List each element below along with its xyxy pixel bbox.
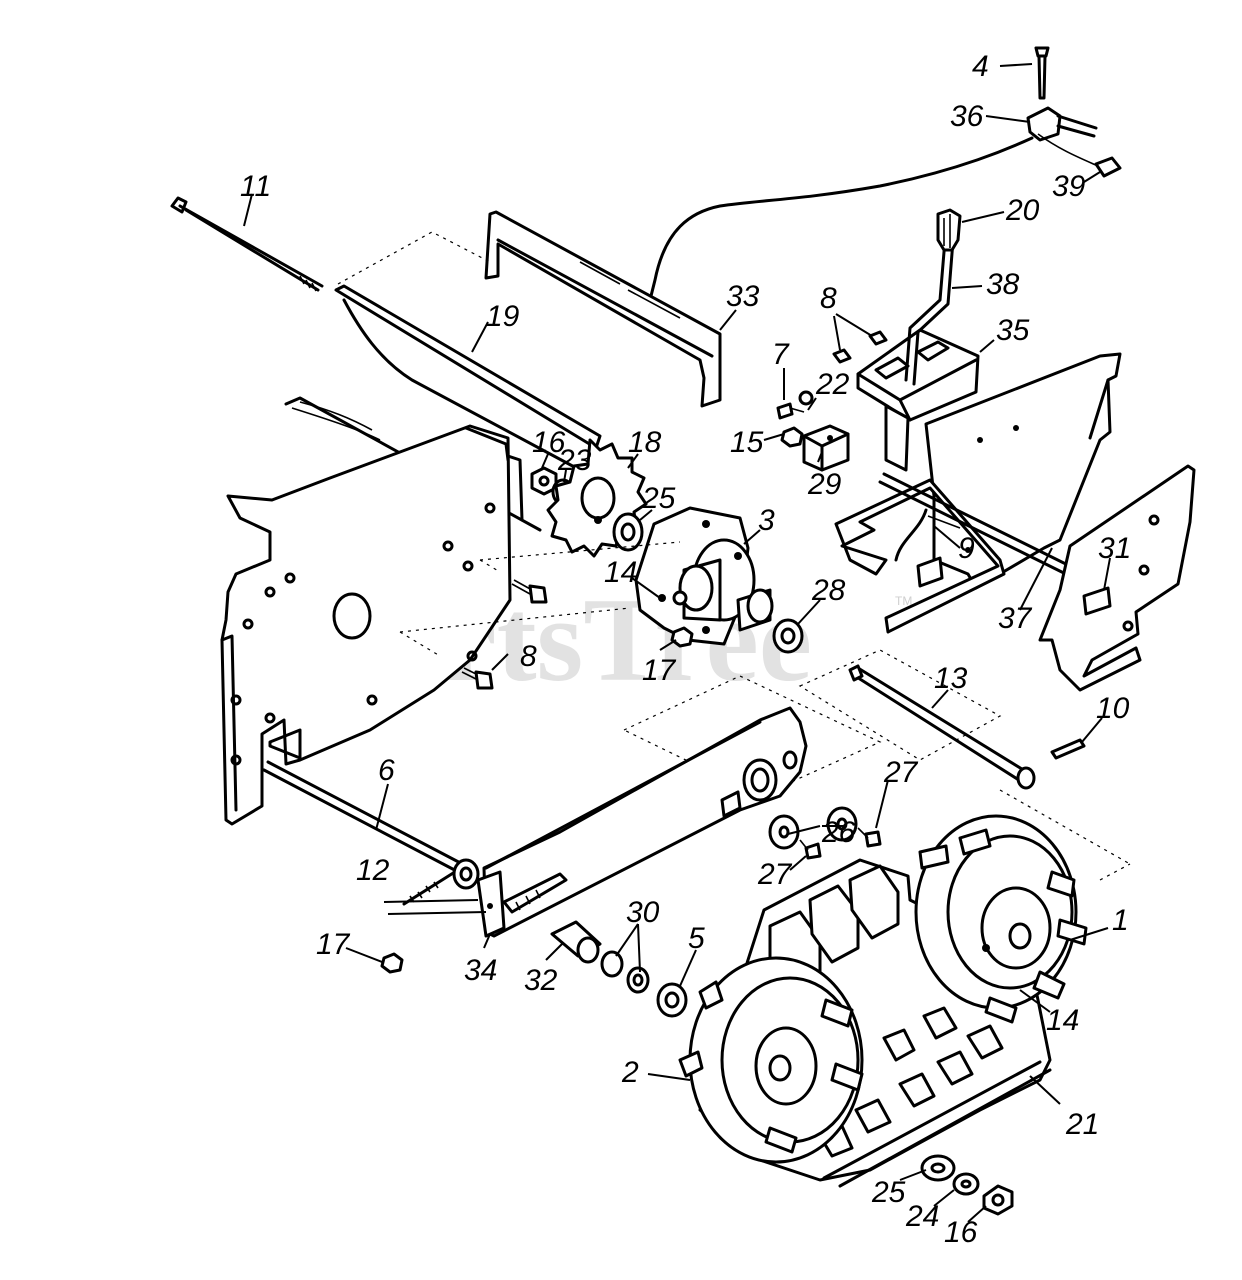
control-cable bbox=[648, 136, 1034, 302]
callout-38: 38 bbox=[986, 268, 1020, 301]
callout-17-top: 17 bbox=[642, 654, 677, 687]
part-25-washer-lower[interactable] bbox=[920, 1154, 956, 1182]
part-24-lock-washer[interactable] bbox=[952, 1172, 980, 1196]
part-14-washer-left[interactable] bbox=[672, 590, 688, 606]
part-7-screw[interactable] bbox=[776, 402, 805, 420]
part-36-cable-clip[interactable] bbox=[1026, 106, 1098, 142]
callout-labels: 4 36 39 11 20 38 33 8 35 19 7 22 15 16 2… bbox=[240, 50, 1131, 1249]
callout-9: 9 bbox=[958, 532, 975, 565]
callout-31: 31 bbox=[1098, 532, 1131, 565]
callout-32: 32 bbox=[524, 964, 558, 997]
part-13-axle-rod[interactable] bbox=[848, 664, 1036, 790]
part-31-right-side-plate[interactable] bbox=[1038, 464, 1196, 692]
callout-25-bottom: 25 bbox=[871, 1176, 906, 1209]
callout-11: 11 bbox=[240, 170, 271, 203]
callout-10: 10 bbox=[1096, 692, 1130, 725]
part-16-hex-nut-lower[interactable] bbox=[982, 1184, 1014, 1216]
callout-27-bottom: 27 bbox=[757, 858, 793, 891]
callout-16-top: 16 bbox=[532, 426, 566, 459]
callout-28: 28 bbox=[811, 574, 846, 607]
callout-8-left: 8 bbox=[520, 640, 537, 673]
callout-35: 35 bbox=[996, 314, 1030, 347]
callout-20: 20 bbox=[1005, 194, 1040, 227]
part-30-bushings[interactable] bbox=[600, 950, 650, 994]
callout-1: 1 bbox=[1112, 904, 1129, 937]
callout-29: 29 bbox=[807, 468, 842, 501]
part-17-nut-lower[interactable] bbox=[380, 952, 404, 974]
left-side-frame-panel[interactable] bbox=[220, 424, 524, 826]
callout-19: 19 bbox=[486, 300, 520, 333]
callout-8-right: 8 bbox=[820, 282, 837, 315]
part-4-screw[interactable] bbox=[1034, 46, 1050, 100]
callout-18: 18 bbox=[628, 426, 662, 459]
part-11-long-bolt[interactable] bbox=[170, 196, 324, 292]
callout-3: 3 bbox=[758, 504, 775, 537]
part-33-deflector-panel[interactable] bbox=[337, 210, 722, 408]
callout-25-top: 25 bbox=[641, 482, 676, 515]
drive-base-plate[interactable] bbox=[834, 478, 1006, 634]
callout-14-top: 14 bbox=[604, 556, 637, 589]
callout-36: 36 bbox=[950, 100, 984, 133]
part-2-drive-wheel[interactable] bbox=[678, 956, 864, 1164]
callout-37: 37 bbox=[998, 602, 1033, 635]
part-35-lever-bracket[interactable] bbox=[856, 328, 980, 472]
part-19-housing-channel[interactable] bbox=[284, 284, 602, 532]
part-38-shift-rod[interactable] bbox=[904, 226, 956, 386]
callout-13: 13 bbox=[934, 662, 968, 695]
part-15-nut[interactable] bbox=[780, 426, 804, 448]
part-22-lock-washer[interactable] bbox=[798, 390, 814, 406]
part-32-spacer[interactable] bbox=[550, 920, 602, 964]
part-26-washers[interactable] bbox=[768, 806, 858, 850]
part-8-bolt-right[interactable] bbox=[832, 330, 888, 364]
part-9-spring[interactable] bbox=[894, 508, 961, 562]
callout-22: 22 bbox=[815, 368, 850, 401]
part-17-nut-left[interactable] bbox=[670, 626, 694, 648]
callout-27-top: 27 bbox=[883, 756, 919, 789]
part-29-block[interactable] bbox=[802, 424, 850, 472]
part-28-bushing[interactable] bbox=[772, 618, 804, 654]
part-3-bearing-flange[interactable] bbox=[634, 506, 774, 646]
watermark-trademark: TM bbox=[895, 594, 912, 608]
callout-7: 7 bbox=[772, 338, 790, 371]
callout-21: 21 bbox=[1065, 1108, 1099, 1141]
callout-6: 6 bbox=[378, 754, 395, 787]
callout-2: 2 bbox=[621, 1056, 639, 1089]
part-39-cable-connector[interactable] bbox=[1094, 156, 1122, 178]
callout-30: 30 bbox=[626, 896, 660, 929]
callout-16-bottom: 16 bbox=[944, 1216, 978, 1249]
part-25-washer-top[interactable] bbox=[612, 512, 644, 552]
callout-15: 15 bbox=[730, 426, 764, 459]
part-27-screws[interactable] bbox=[799, 827, 882, 860]
callout-5: 5 bbox=[688, 922, 705, 955]
part-20-handle-knob[interactable] bbox=[936, 208, 962, 252]
part-34-bracket-block[interactable] bbox=[476, 870, 568, 938]
callout-12: 12 bbox=[356, 854, 390, 887]
part-5-bearing[interactable] bbox=[656, 982, 688, 1018]
callout-34: 34 bbox=[464, 954, 497, 987]
callout-24: 24 bbox=[905, 1200, 939, 1233]
callout-33: 33 bbox=[726, 280, 760, 313]
part-37-shaft[interactable] bbox=[878, 472, 1092, 586]
callout-23: 23 bbox=[557, 444, 592, 477]
callout-17-bottom: 17 bbox=[316, 928, 351, 961]
callout-leaders bbox=[243, 63, 1111, 1223]
callout-39: 39 bbox=[1052, 170, 1086, 203]
callout-4: 4 bbox=[972, 50, 989, 83]
part-8-bolt-upper[interactable] bbox=[511, 579, 548, 604]
callout-26: 26 bbox=[821, 816, 856, 849]
part-10-pin[interactable] bbox=[1050, 738, 1086, 760]
part-12-eyebolt[interactable] bbox=[402, 858, 480, 906]
part-6-rod[interactable] bbox=[262, 760, 472, 878]
part-8-bolt-lower[interactable] bbox=[461, 667, 494, 690]
callout-14-bottom: 14 bbox=[1046, 1004, 1079, 1037]
part-1-drive-wheel[interactable] bbox=[914, 814, 1088, 1024]
